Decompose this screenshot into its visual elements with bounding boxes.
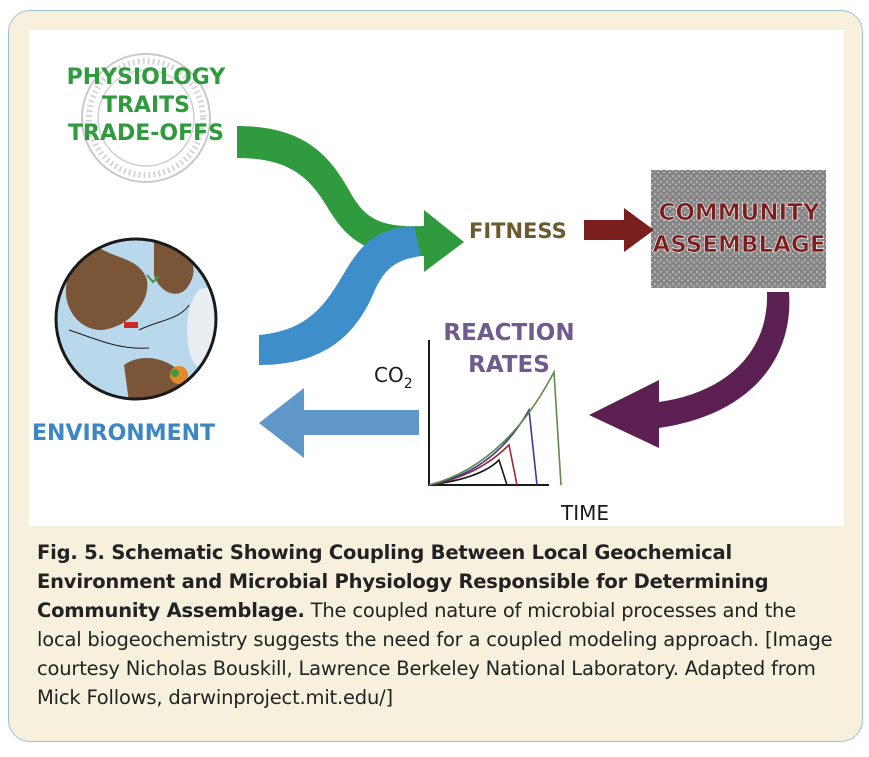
label-assemblage: ASSEMBLAGE [652, 232, 825, 258]
label-rates: RATES [468, 352, 550, 378]
reaction-rates-chart [428, 340, 562, 486]
schematic-diagram: PHYSIOLOGY TRAITS TRADE-OFFS FITNESS COM… [32, 53, 826, 525]
label-environment: ENVIRONMENT [32, 421, 215, 446]
blue-arrow [259, 226, 421, 365]
return-arrow [259, 388, 419, 458]
label-community: COMMUNITY [658, 200, 819, 226]
stamp-seal-icon [81, 53, 211, 183]
maroon-arrow [584, 208, 654, 252]
label-physiology: PHYSIOLOGY [67, 65, 227, 90]
figure-caption: Fig. 5. Schematic Showing Coupling Betwe… [37, 538, 837, 712]
figure-panel: PHYSIOLOGY TRAITS TRADE-OFFS FITNESS COM… [29, 30, 844, 526]
label-trade-offs: TRADE-OFFS [68, 121, 224, 146]
label-time: TIME [560, 501, 609, 525]
label-fitness: FITNESS [469, 219, 567, 243]
community-micrograph [651, 170, 826, 288]
green-arrow [237, 126, 464, 272]
purple-arrow [589, 292, 790, 448]
label-traits: TRAITS [102, 93, 190, 118]
environment-circle [54, 237, 218, 401]
caption-body: The coupled nature of microbial processe… [37, 599, 833, 709]
label-co2: CO2 [374, 363, 413, 392]
caption-title: Fig. 5. Schematic Showing Coupling Betwe… [37, 541, 769, 622]
label-reaction: REACTION [443, 320, 574, 346]
